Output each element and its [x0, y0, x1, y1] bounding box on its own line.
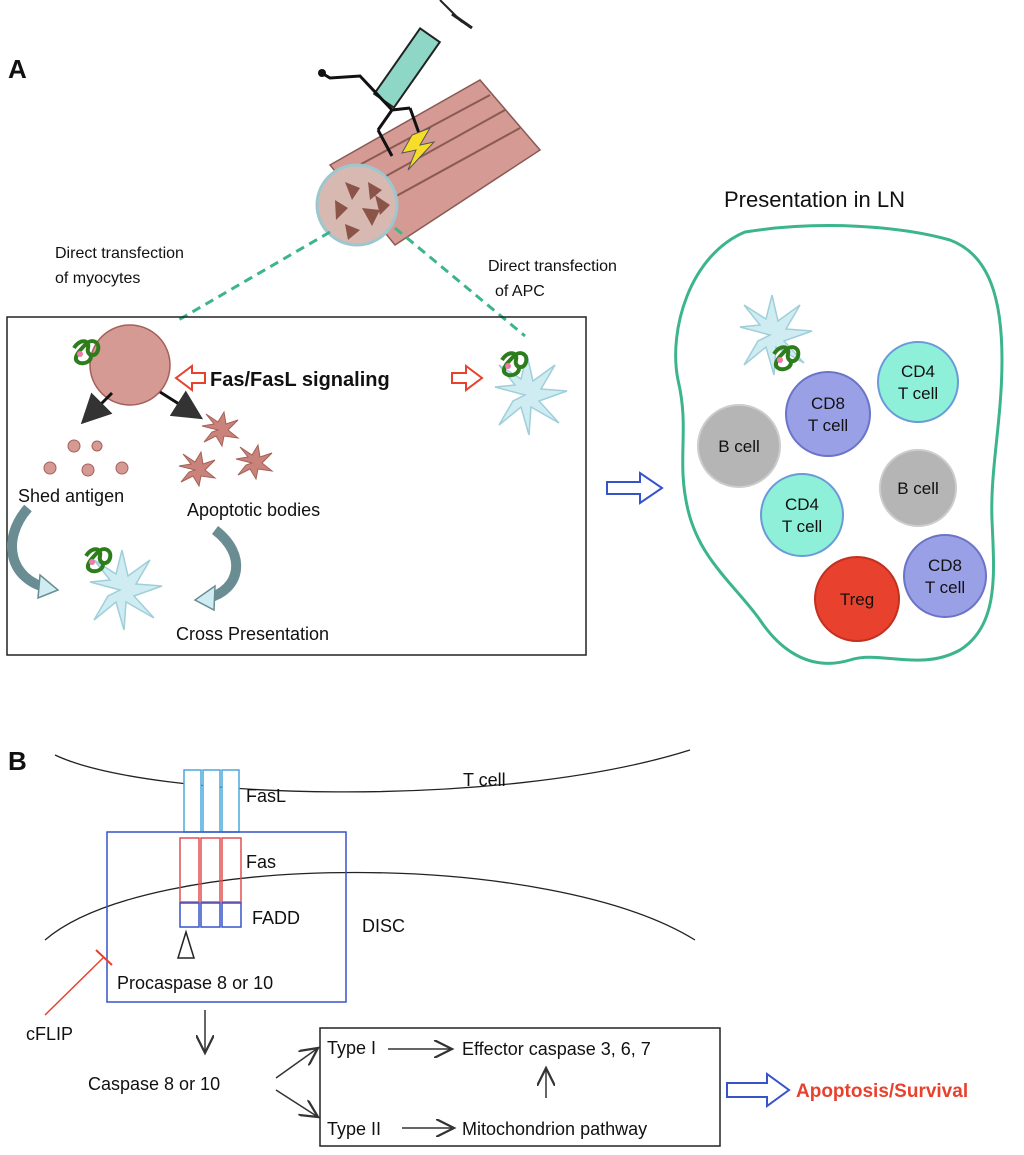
svg-text:T cell: T cell — [898, 384, 938, 403]
svg-text:T cell: T cell — [925, 578, 965, 597]
arrow-to-shed-antigen — [80, 391, 114, 425]
apoptotic-bodies-label: Apoptotic bodies — [187, 500, 320, 520]
ln-title: Presentation in LN — [724, 187, 905, 212]
fadd-adaptor — [179, 902, 242, 928]
svg-text:CD4: CD4 — [901, 362, 935, 381]
cross-presentation-label: Cross Presentation — [176, 624, 329, 644]
muscle-fiber-illustration — [315, 79, 542, 247]
curved-arrow-right-icon — [206, 526, 242, 603]
shed-antigen-particles — [43, 439, 129, 477]
svg-text:CD8: CD8 — [928, 556, 962, 575]
type-2-label: Type II — [327, 1119, 381, 1139]
apoptotic-body — [178, 451, 216, 487]
fadd-label: FADD — [252, 908, 300, 928]
t-cell-membrane — [54, 749, 691, 793]
effector-caspase-label: Effector caspase 3, 6, 7 — [462, 1039, 651, 1059]
pathway-box — [319, 1027, 721, 1147]
disc-box — [106, 831, 347, 1003]
cflip-inhibition-line — [44, 956, 105, 1016]
dashed-link-apc — [394, 226, 526, 338]
myocyte-cell — [89, 324, 171, 406]
svg-text:Treg: Treg — [840, 590, 874, 609]
panel-a-letter: A — [8, 54, 27, 84]
svg-text:T cell: T cell — [782, 517, 822, 536]
panel-b-letter: B — [8, 746, 27, 776]
inhibition-bar-icon — [95, 949, 113, 966]
apoptotic-body — [201, 411, 239, 447]
cflip-label: cFLIP — [26, 1024, 73, 1044]
treg-cell: Treg — [814, 556, 900, 642]
mitochondrion-label: Mitochondrion pathway — [462, 1119, 647, 1139]
svg-text:T cell: T cell — [808, 416, 848, 435]
arrow-to-type-1 — [275, 1048, 318, 1079]
arrow-to-type-2 — [275, 1089, 318, 1117]
recruitment-arrowhead-icon — [176, 929, 196, 959]
dashed-link-myocytes — [174, 230, 331, 324]
target-cell-membrane — [44, 871, 696, 941]
label-direct-transfection-myocytes: Direct transfection — [55, 245, 184, 262]
t-cell-label: T cell — [463, 770, 506, 790]
apoptosis-survival-label: Apoptosis/Survival — [796, 1081, 968, 1102]
cd8-t-cell: CD8 T cell — [785, 371, 871, 457]
arrow-to-outcome-icon — [726, 1072, 791, 1108]
label-direct-transfection-apc: Direct transfection — [488, 258, 617, 275]
caspase-label: Caspase 8 or 10 — [88, 1074, 220, 1094]
b-cell: B cell — [697, 404, 781, 488]
left-red-arrow-icon — [174, 364, 206, 392]
fas-label: Fas — [246, 852, 276, 872]
shed-antigen-label: Shed antigen — [18, 486, 124, 506]
fasl-label: FasL — [246, 786, 286, 806]
lightning-icon — [401, 127, 436, 171]
disc-label: DISC — [362, 916, 405, 936]
svg-text:B cell: B cell — [718, 437, 760, 456]
curved-arrow-left-icon — [7, 504, 50, 593]
cd4-t-cell: CD4 T cell — [877, 341, 959, 423]
svg-text:CD8: CD8 — [811, 394, 845, 413]
arrow-to-apoptotic-bodies — [159, 390, 204, 420]
panel-a-box — [6, 316, 587, 656]
cd8-t-cell: CD8 T cell — [903, 534, 987, 618]
fas-receptor — [179, 837, 242, 903]
right-red-arrow-icon — [451, 364, 484, 392]
cd4-t-cell: CD4 T cell — [760, 473, 844, 557]
label-of-myocytes: of myocytes — [55, 270, 140, 287]
apoptotic-body — [235, 444, 273, 480]
procaspase-label: Procaspase 8 or 10 — [117, 973, 273, 993]
fasl-receptor — [183, 769, 240, 833]
b-cell: B cell — [879, 449, 957, 527]
arrow-to-lymph-node-icon — [606, 471, 664, 505]
svg-text:B cell: B cell — [897, 479, 939, 498]
svg-text:CD4: CD4 — [785, 495, 819, 514]
type-1-label: Type I — [327, 1038, 376, 1058]
fas-fasl-signaling-label: Fas/FasL signaling — [210, 369, 390, 391]
syringe-icon — [318, 0, 473, 157]
label-of-apc: of APC — [495, 283, 545, 300]
